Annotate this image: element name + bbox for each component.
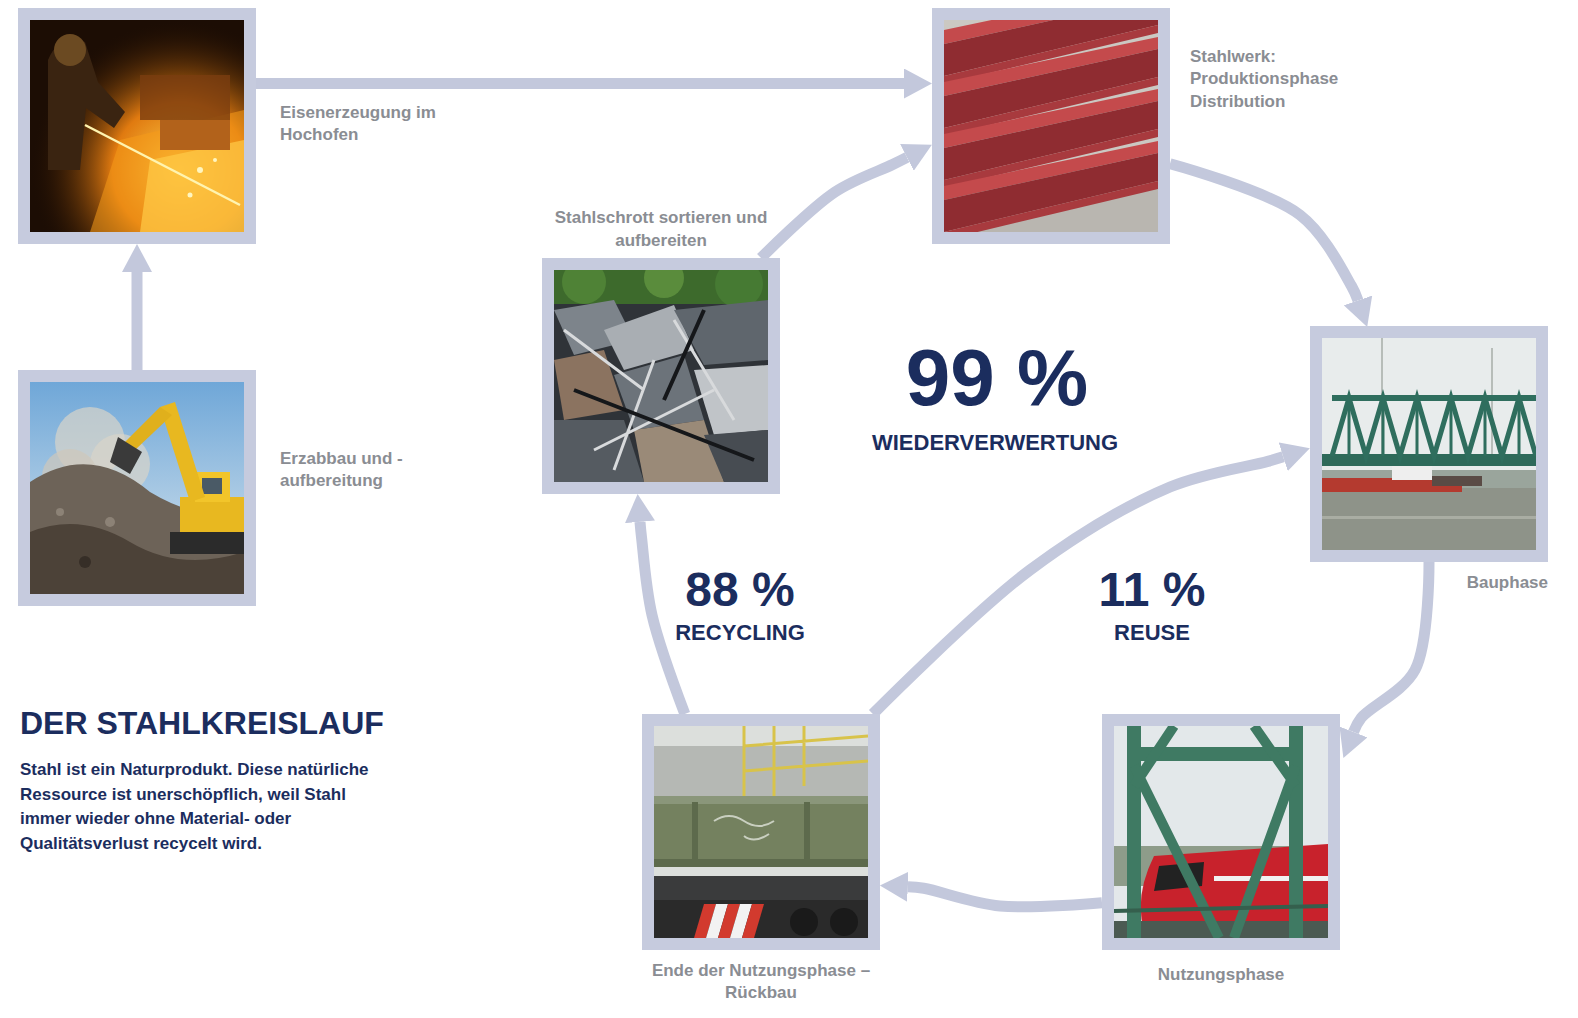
dismantled-beam-photo <box>692 802 698 860</box>
photo-frame: Stahlwerk: Produktionsphase Distribution <box>932 8 1170 244</box>
percentage-label: WIEDERVERWERTUNG <box>872 432 1118 454</box>
bridge-construction-photo <box>1322 516 1536 519</box>
dismantled-beam-photo <box>654 876 868 900</box>
scrap-pile-photo <box>704 430 768 482</box>
blast-furnace-photo <box>140 140 244 232</box>
dismantled-beam-photo <box>654 900 868 938</box>
diagram-caption: Stahl ist ein Naturprodukt. Diese natürl… <box>20 758 370 857</box>
percentage-label: RECYCLING <box>675 622 805 644</box>
node-caption: Stahlschrott sortieren und aufbereiten <box>536 207 786 252</box>
node-caption: Stahlwerk: Produktionsphase Distribution <box>1190 46 1375 113</box>
photo-frame: Bauphase <box>1310 326 1548 562</box>
blast-furnace-photo <box>30 20 244 232</box>
blast-furnace-photo <box>30 20 244 232</box>
ore-mining-photo <box>30 524 244 594</box>
percentage-label: REUSE <box>1114 622 1190 644</box>
ore-mining-photo <box>180 497 244 532</box>
bridge-construction-photo <box>1322 338 1536 550</box>
flow-arrow <box>1170 164 1358 301</box>
steel-beams-photo <box>944 181 1158 232</box>
node-caption: Eisenerzeugung im Hochofen <box>280 102 445 147</box>
connector-group <box>137 84 1429 907</box>
blast-furnace-photo <box>160 120 230 150</box>
dismantled-beam-photo <box>790 908 818 936</box>
train-bridge-photo <box>1214 876 1328 881</box>
bridge-construction-photo <box>1322 338 1536 550</box>
ore-mining-photo <box>125 407 172 450</box>
photo-frame: Ende der Nutzungsphase – Rückbau <box>642 714 880 950</box>
ore-mining-photo <box>30 464 244 594</box>
train-bridge-photo <box>1114 726 1328 938</box>
dismantled-beam-photo <box>654 796 868 804</box>
train-bridge-photo <box>1114 726 1328 938</box>
blast-furnace-photo <box>54 34 86 66</box>
scrap-pile-photo <box>562 270 606 304</box>
scrap-pile-photo <box>554 420 644 482</box>
percentage-figure: 11 % <box>1099 566 1206 614</box>
dismantled-beam-photo <box>654 726 868 938</box>
flow-arrow <box>1353 562 1429 732</box>
blast-furnace-photo <box>85 125 240 205</box>
dismantled-beam-photo <box>654 859 868 867</box>
dismantled-beam-photo <box>654 746 868 806</box>
train-bridge-photo <box>1114 906 1328 911</box>
bridge-construction-photo <box>1491 348 1493 458</box>
photo-frame: Eisenerzeugung im Hochofen <box>18 8 256 244</box>
ore-mining-photo <box>202 478 222 494</box>
node-caption: Ende der Nutzungsphase – Rückbau <box>649 960 874 1005</box>
flow-arrow <box>256 78 904 89</box>
flow-arrow <box>640 522 685 714</box>
blast-furnace-photo <box>90 110 244 232</box>
ore-mining-photo <box>79 556 91 568</box>
bridge-construction-photo <box>1322 488 1536 550</box>
percentage-figure: 99 % <box>906 338 1088 418</box>
flow-arrow <box>132 272 143 370</box>
scrap-pile-photo <box>674 300 768 365</box>
dismantled-beam-photo <box>654 801 868 861</box>
ore-mining-photo <box>56 508 64 516</box>
bridge-construction-photo <box>1332 395 1536 401</box>
dismantled-beam-photo <box>830 908 858 936</box>
bridge-construction-photo <box>1432 476 1482 486</box>
blast-furnace-photo <box>197 167 203 173</box>
node-caption: Bauphase <box>1467 572 1548 594</box>
dismantled-beam-photo <box>804 802 810 860</box>
diagram-title: DER STAHLKREISLAUF <box>20 706 384 741</box>
bridge-construction-photo <box>1392 466 1432 480</box>
scrap-pile-photo <box>644 270 684 298</box>
photo-frame: Nutzungsphase <box>1102 714 1340 950</box>
blast-furnace-photo <box>213 158 217 162</box>
flow-arrow <box>873 457 1283 714</box>
scrap-pile-photo <box>574 310 754 460</box>
percentage-figure: 88 % <box>685 566 794 614</box>
blast-furnace-photo <box>188 193 193 198</box>
scrap-pile-photo <box>554 270 768 482</box>
blast-furnace-photo <box>140 75 230 120</box>
dismantled-beam-photo <box>744 726 868 796</box>
ore-mining-photo <box>110 437 142 474</box>
bridge-construction-photo <box>1349 398 1519 456</box>
dismantled-beam-photo <box>742 904 764 938</box>
node-caption: Erzabbau und -aufbereitung <box>280 448 430 493</box>
dismantled-beam-photo <box>714 816 774 840</box>
photo-frame: Erzabbau und -aufbereitung <box>18 370 256 606</box>
ore-mining-photo <box>30 382 244 594</box>
scrap-pile-photo <box>554 350 624 420</box>
steel-beams-photo <box>944 20 1158 232</box>
ore-mining-photo <box>170 532 244 554</box>
flow-arrow <box>761 157 907 258</box>
ore-mining-photo <box>30 382 244 594</box>
flow-arrow <box>908 887 1102 907</box>
node-caption: Nutzungsphase <box>1111 964 1331 986</box>
bridge-construction-photo <box>1332 398 1536 456</box>
photo-frame: Stahlschrott sortieren und aufbereiten <box>542 258 780 494</box>
dismantled-beam-photo <box>654 726 868 938</box>
ore-mining-photo <box>105 517 115 527</box>
